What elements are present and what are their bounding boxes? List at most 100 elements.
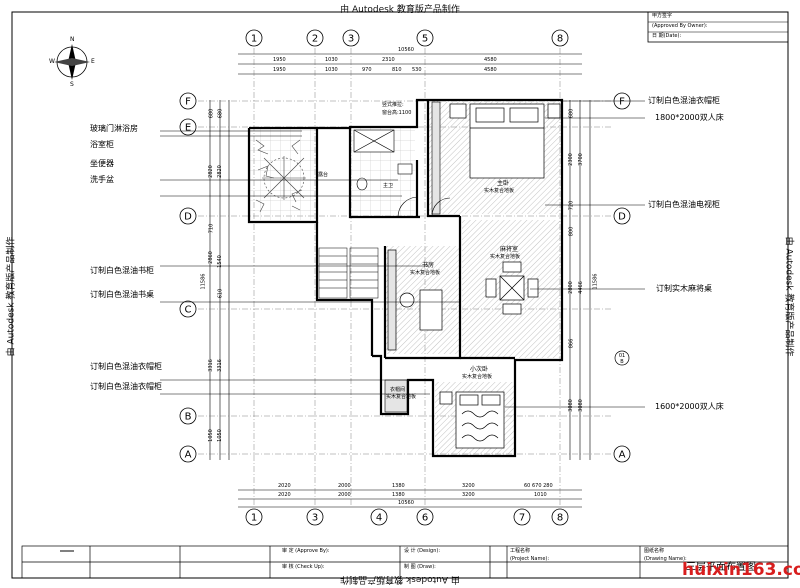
dim-right-6: 866 xyxy=(568,338,575,349)
label-wardrobe-master: 订制白色混油衣帽柜 xyxy=(648,96,720,105)
room-bath: 主卫 xyxy=(383,183,394,189)
dim-top-2: 1030 xyxy=(325,57,338,63)
dim-right-4: 800 xyxy=(568,226,575,237)
tb-drawing-title: 三层平面布置图 xyxy=(686,562,756,573)
north-arrow-icon xyxy=(54,44,90,80)
dim-left-r2-5: 3316 xyxy=(216,359,223,372)
label-glass-shower: 玻璃门淋浴房 xyxy=(90,124,138,133)
axis-bottom-4: 4 xyxy=(370,508,388,526)
axis-bottom-1: 1 xyxy=(245,508,263,526)
axis-left-D: D xyxy=(179,207,197,225)
title-block xyxy=(21,545,789,579)
watermark-top: 由 Autodesk 教育版产品制作 xyxy=(340,5,460,15)
label-mahjong-table: 订制实木麻将桌 xyxy=(656,284,712,293)
room-wardrobe-floor: 实木复合地板 xyxy=(386,394,417,400)
room-master-floor: 实木复合地板 xyxy=(484,188,515,194)
room-second-floor: 实木复合地板 xyxy=(462,374,493,380)
mahjong-table-icon xyxy=(485,261,539,315)
compass-w: W xyxy=(49,58,55,65)
svg-text:A: A xyxy=(185,450,192,461)
tb-approve: 审 定 (Approve By): xyxy=(282,548,330,554)
site-logo: huixin163.com xyxy=(682,560,800,580)
axis-top-8: 8 xyxy=(551,29,569,47)
axis-extra-01b: 01B xyxy=(614,350,630,366)
top-axis-markers: 1 2 3 5 8 xyxy=(245,29,569,47)
dim-top-r2-5: 530 xyxy=(412,67,422,73)
dim-top-3: 2310 xyxy=(382,57,395,63)
axis-right-D: D xyxy=(613,207,631,225)
double-bed-1800-icon xyxy=(449,103,561,179)
svg-text:2: 2 xyxy=(312,34,318,45)
axis-left-F: F xyxy=(179,92,197,110)
dim-left-total: 11586 xyxy=(200,273,207,290)
dim-right-r2-3: 3080 xyxy=(577,399,584,412)
room-terrace: 露台 xyxy=(318,172,329,178)
tb-draw: 制 图 (Draw): xyxy=(404,564,436,570)
room-wardrobe: 衣帽间 xyxy=(390,387,406,393)
bath-note-1: 竖式推拉: xyxy=(382,102,404,108)
svg-text:F: F xyxy=(619,97,625,108)
label-toilet: 坐便器 xyxy=(90,159,114,168)
room-mahjong-floor: 实木复合地板 xyxy=(490,254,521,260)
dim-right-3: 720 xyxy=(568,200,575,211)
dim-right-5: 2800 xyxy=(567,281,574,294)
dim-right-r2-1: 3700 xyxy=(577,153,584,166)
room-second: 小次卧 xyxy=(470,366,489,373)
dim-right-1: 680 xyxy=(568,108,575,119)
dim-right-r2-2: 4466 xyxy=(577,281,584,294)
svg-text:3: 3 xyxy=(348,34,354,45)
svg-text:D: D xyxy=(184,212,192,223)
axis-bottom-8: 8 xyxy=(551,508,569,526)
svg-text:E: E xyxy=(185,123,191,134)
bath-note-2: 窗台高:1100 xyxy=(382,110,412,116)
svg-text:3: 3 xyxy=(312,513,318,524)
svg-text:6: 6 xyxy=(422,513,428,524)
axis-bottom-7: 7 xyxy=(513,508,531,526)
room-study: 书房 xyxy=(422,262,435,269)
label-bookcase: 订制白色混油书柜 xyxy=(90,266,154,275)
svg-text:5: 5 xyxy=(422,34,428,45)
room-study-floor: 实木复合地板 xyxy=(410,270,441,276)
label-wardrobe-1: 订制白色混油衣帽柜 xyxy=(90,362,162,371)
dim-left-4: 2860 xyxy=(207,251,214,264)
dim-left-r2-3: 1540 xyxy=(216,255,223,268)
svg-text:8: 8 xyxy=(557,513,563,524)
label-bed-1600: 1600*2000双人床 xyxy=(655,402,724,411)
dim-top-r2-4: 810 xyxy=(392,67,402,73)
dim-left-2: 2820 xyxy=(207,165,214,178)
svg-text:B: B xyxy=(620,359,624,365)
axis-bottom-3: 3 xyxy=(306,508,324,526)
label-bed-1800: 1800*2000双人床 xyxy=(655,113,724,122)
compass-n: N xyxy=(70,36,75,43)
dim-bot-r2-2: 2000 xyxy=(338,492,351,498)
axis-top-1: 1 xyxy=(245,29,263,47)
tb-project: 工程名称 xyxy=(510,548,531,554)
dim-bot-r2-5: 1010 xyxy=(534,492,547,498)
axis-left-C: C xyxy=(179,300,197,318)
room-mahjong: 麻将室 xyxy=(500,246,519,253)
dim-top-r2-1: 1950 xyxy=(273,67,286,73)
tb-check: 审 核 (Check Up): xyxy=(282,564,325,570)
svg-text:1: 1 xyxy=(251,34,257,45)
bottom-axis-markers: 1 3 4 6 7 8 xyxy=(245,508,569,526)
axis-left-B: B xyxy=(179,407,197,425)
dim-bot-1: 2020 xyxy=(278,483,291,489)
compass-s: S xyxy=(70,81,74,88)
bathroom-fixtures-icon xyxy=(353,129,413,191)
dim-right-total: 11586 xyxy=(592,273,599,290)
terrace-plants-icon xyxy=(255,139,306,213)
axis-left-A: A xyxy=(179,445,197,463)
approval-label-en: (Approved By Owner): xyxy=(652,23,708,29)
dim-top-r2-6: 4580 xyxy=(484,67,497,73)
svg-text:B: B xyxy=(185,412,192,423)
dim-top-r2-3: 970 xyxy=(362,67,372,73)
label-vanity: 浴室柜 xyxy=(90,140,114,149)
tb-drawing-name-en: (Drawing Name): xyxy=(644,556,687,562)
dim-bot-4: 3200 xyxy=(462,483,475,489)
room-master: 主卧 xyxy=(497,180,510,187)
tb-drawing-name: 图纸名称 xyxy=(644,548,665,554)
label-wardrobe-2: 订制白色混油衣帽柜 xyxy=(90,382,162,391)
axis-top-3: 3 xyxy=(342,29,360,47)
